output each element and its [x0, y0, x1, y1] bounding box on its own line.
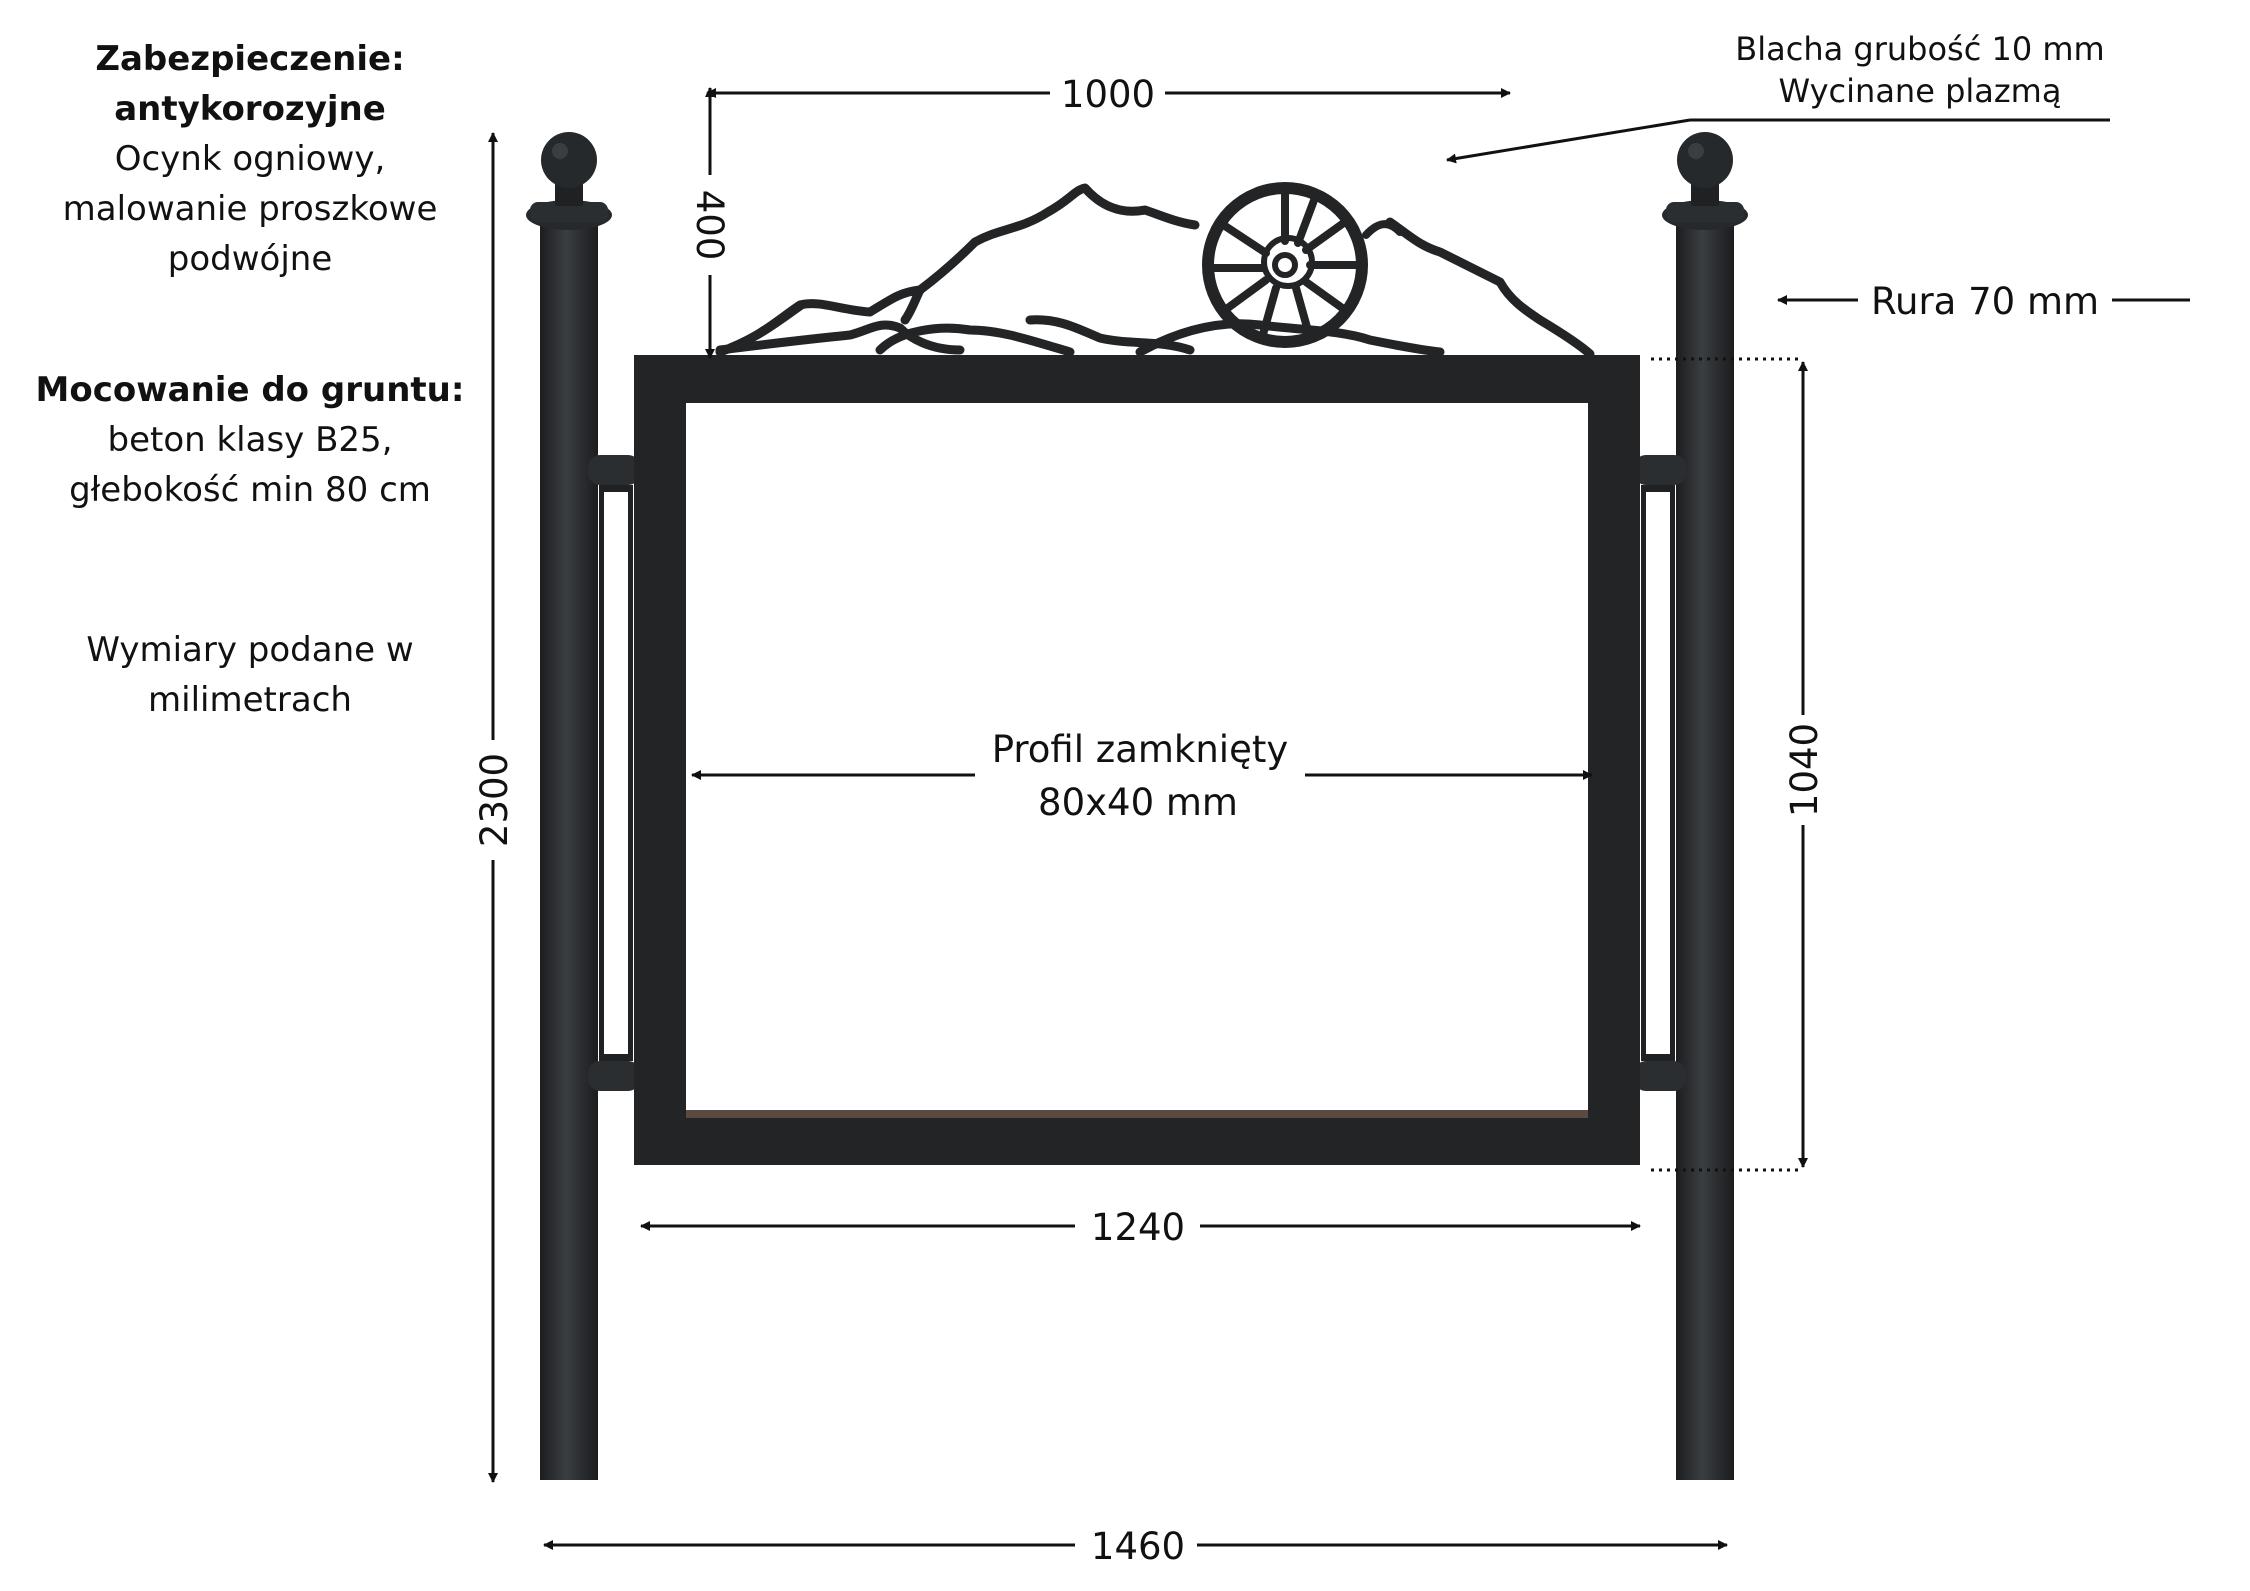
ornament-plate	[715, 182, 1595, 359]
ground-mounting-note: Mocowanie do gruntu: beton klasy B25, gł…	[30, 365, 470, 515]
dim-panel-height: 1040	[1651, 357, 1826, 1172]
dim-total-height: 2300	[473, 132, 516, 1483]
plate-note: Blacha grubość 10 mm Wycinane plazmą	[1700, 28, 2140, 112]
dim-top-height-label: 400	[688, 190, 731, 261]
plate-note-line-2: Wycinane plazmą	[1778, 72, 2062, 110]
dim-panel-height-label: 1040	[1783, 723, 1826, 817]
left-post-finial	[541, 132, 597, 188]
left-post	[526, 132, 640, 1480]
mounting-note-line-1: beton klasy B25,	[107, 420, 393, 460]
units-note-line-2: milimetrach	[148, 680, 352, 720]
pipe-label: Rura 70 mm	[1871, 280, 2099, 323]
dim-top-height: 400	[688, 87, 731, 359]
dim-panel-width: 1240	[640, 1206, 1641, 1249]
mounting-note-line-2: głebokość min 80 cm	[69, 470, 431, 510]
profile-callout: Profil zamknięty 80x40 mm	[691, 728, 1593, 824]
dim-top-width: 1000	[706, 73, 1511, 116]
plate-note-line-1: Blacha grubość 10 mm	[1735, 30, 2105, 68]
pipe-callout: Rura 70 mm	[1777, 280, 2190, 323]
dim-total-width: 1460	[543, 1525, 1728, 1568]
units-note-line-1: Wymiary podane w	[86, 630, 414, 670]
dim-panel-width-label: 1240	[1091, 1206, 1185, 1249]
profile-label-line-1: Profil zamknięty	[992, 728, 1289, 771]
right-post	[1634, 132, 1748, 1480]
profile-label-line-2: 80x40 mm	[1038, 781, 1238, 824]
units-note: Wymiary podane w milimetrach	[30, 625, 470, 725]
dim-top-width-label: 1000	[1061, 73, 1155, 116]
dim-total-height-label: 2300	[473, 753, 516, 847]
mounting-note-title: Mocowanie do gruntu:	[35, 370, 465, 410]
corrosion-note-line-1: Ocynk ogniowy,	[114, 139, 386, 179]
corrosion-note-line-3: podwójne	[167, 239, 333, 279]
corrosion-note-line-2: malowanie proszkowe	[62, 189, 438, 229]
plate-leader	[1446, 118, 2110, 164]
dim-total-width-label: 1460	[1091, 1525, 1185, 1568]
corrosion-note-title: Zabezpieczenie: antykorozyjne	[95, 39, 405, 129]
board-frame	[634, 355, 1640, 1165]
corrosion-protection-note: Zabezpieczenie: antykorozyjne Ocynk ogni…	[30, 34, 470, 284]
right-post-finial	[1677, 132, 1733, 188]
